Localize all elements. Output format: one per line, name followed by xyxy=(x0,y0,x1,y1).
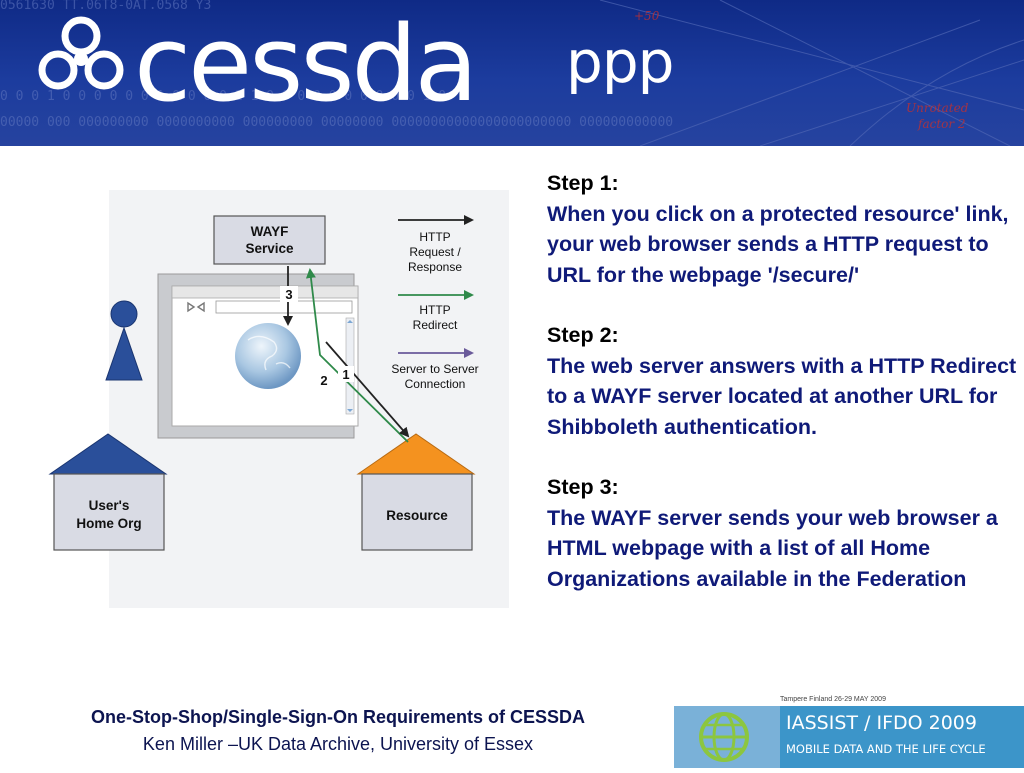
browser-nav-arrows-icon xyxy=(187,301,205,313)
step-1-text: When you click on a protected resource' … xyxy=(547,201,1009,287)
svg-text:0 0 0 1 0 0 0 0 0 0 1 0 0 0 0: 0 0 0 1 0 0 0 0 0 0 1 0 0 0 0 1 1 0 0 0 … xyxy=(0,89,446,104)
step-3-text: The WAYF server sends your web browser a… xyxy=(547,505,998,591)
iassist-date: Tampere Finland 26-29 MAY 2009 xyxy=(780,696,886,703)
users-home-org-house xyxy=(48,433,168,551)
footer-author: Ken Miller –UK Data Archive, University … xyxy=(142,734,534,754)
step-3-title: Step 3: xyxy=(547,475,619,499)
header-banner: 0561630 TT.06T8-0AT.0568 Y3 00000 000 00… xyxy=(0,0,1024,146)
step2-redirect-arrow xyxy=(305,268,409,443)
svg-text:0561630 TT.06T8-0AT.0568 Y3: 0561630 TT.06T8-0AT.0568 Y3 xyxy=(0,0,211,13)
banner-background-graphic: 0561630 TT.06T8-0AT.0568 Y3 00000 000 00… xyxy=(0,0,1024,146)
svg-text:Unrotated: Unrotated xyxy=(906,101,969,115)
browser-titlebar xyxy=(171,285,359,299)
wayf-label-line1: WAYF xyxy=(251,224,289,239)
svg-text:00000 000 000000000 0000000000: 00000 000 000000000 0000000000 000000000… xyxy=(0,115,673,130)
iassist-globe-panel xyxy=(674,706,780,768)
wayf-label-line2: Service xyxy=(245,241,294,256)
logo-wordmark: cessda xyxy=(134,3,478,125)
step-number-1: 1 xyxy=(342,367,349,382)
step-2-text: The web server answers with a HTTP Redir… xyxy=(547,353,1017,439)
step-number-badge xyxy=(280,286,298,302)
legend-server-connection-line2: Connection xyxy=(405,377,466,391)
step-3: Step 3: The WAYF server sends your web b… xyxy=(547,472,1017,594)
step-2-title: Step 2: xyxy=(547,323,619,347)
svg-text:+50: +50 xyxy=(634,9,660,23)
logo-subtitle: ppp xyxy=(566,28,674,96)
steps-text: Step 1: When you click on a protected re… xyxy=(547,168,1017,624)
legend-http-request-line3: Response xyxy=(408,260,462,274)
svg-text:factor 2: factor 2 xyxy=(917,117,966,131)
iassist-subtitle: MOBILE DATA AND THE LIFE CYCLE xyxy=(786,742,986,756)
step1-request-arrow xyxy=(325,341,410,438)
cessda-logo-icon xyxy=(38,16,124,90)
users-home-org-label-line2: Home Org xyxy=(76,516,141,531)
step-1-title: Step 1: xyxy=(547,171,619,195)
resource-house xyxy=(356,433,476,551)
users-home-org-label-line1: User's xyxy=(89,498,130,513)
legend-http-redirect-line1: HTTP xyxy=(419,303,450,317)
step-1: Step 1: When you click on a protected re… xyxy=(547,168,1017,290)
resource-label: Resource xyxy=(386,508,448,523)
step-number-badge xyxy=(338,366,354,382)
footer-title: One-Stop-Shop/Single-Sign-On Requirement… xyxy=(90,707,585,727)
user-person-icon xyxy=(105,300,143,381)
shibboleth-flow-diagram: WAYF Service User's Home Org Resource 3 … xyxy=(48,190,509,608)
iassist-conference-logo: Tampere Finland 26-29 MAY 2009 IASSIST /… xyxy=(674,696,1024,768)
step-number-badge xyxy=(316,372,332,388)
browser-address-bar xyxy=(215,300,353,314)
iassist-title: IASSIST / IFDO 2009 xyxy=(786,712,977,734)
step-number-2: 2 xyxy=(320,373,327,388)
iassist-globe-icon xyxy=(699,712,749,762)
step-2: Step 2: The web server answers with a HT… xyxy=(547,320,1017,442)
globe-icon xyxy=(235,323,301,389)
step-number-3: 3 xyxy=(285,287,292,302)
legend-server-connection-line1: Server to Server xyxy=(391,362,478,376)
wayf-service-box xyxy=(213,215,326,265)
legend-http-redirect-line2: Redirect xyxy=(413,318,458,332)
legend-http-request-line1: HTTP xyxy=(419,230,450,244)
iassist-title-panel: IASSIST / IFDO 2009 MOBILE DATA AND THE … xyxy=(780,706,1024,768)
legend-http-request-line2: Request / xyxy=(409,245,461,259)
